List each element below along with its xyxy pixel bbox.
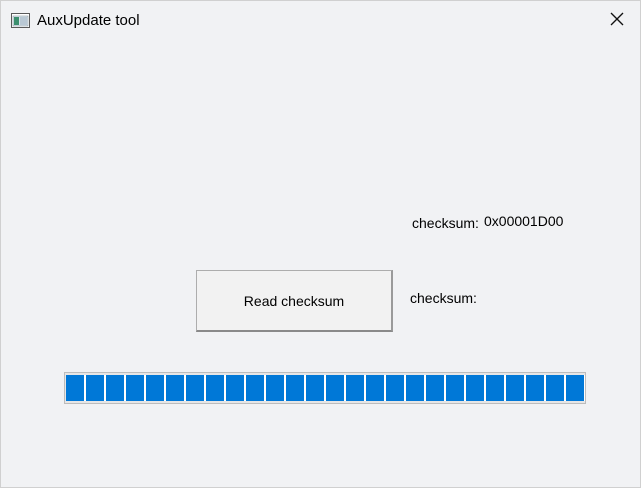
checksum-result-label: checksum: xyxy=(410,290,477,306)
checksum-value: 0x00001D00 xyxy=(484,213,564,229)
close-icon xyxy=(610,12,624,31)
progress-bar xyxy=(64,372,586,404)
progress-bar-fill xyxy=(66,375,585,401)
title-bar[interactable]: AuxUpdate tool xyxy=(1,1,640,41)
read-checksum-button[interactable]: Read checksum xyxy=(196,270,393,332)
window-title: AuxUpdate tool xyxy=(37,12,140,29)
read-checksum-button-label: Read checksum xyxy=(243,292,345,309)
checksum-label: checksum: xyxy=(412,215,479,231)
close-button[interactable] xyxy=(594,1,640,41)
app-window-icon xyxy=(11,13,30,28)
